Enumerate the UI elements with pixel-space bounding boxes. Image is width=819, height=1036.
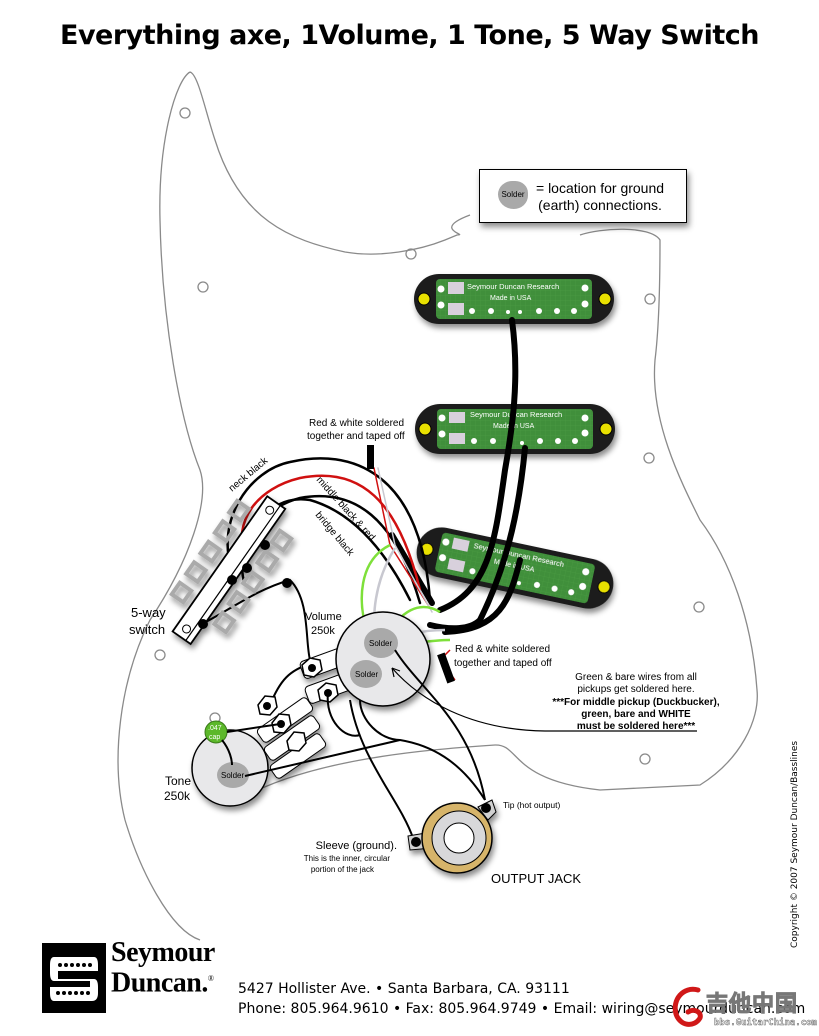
pot-wires [221,649,486,839]
taped-wires-bottom [437,652,455,684]
pickguard-outline [117,71,758,941]
taped-wires-top [367,445,374,469]
seymour-duncan-logo [42,943,106,1013]
copyright-notice: Copyright © 2007 Seymour Duncan/Bassline… [790,740,800,948]
red-white-bottom-label-1: Red & white soldered [455,644,550,655]
tone-solder-label: Solder [221,771,244,780]
volume-solder-bottom [350,660,382,688]
jack-sleeve-lug [411,837,421,847]
middle-pickup[interactable]: Seymour Duncan Research Made in USA [415,404,615,454]
volume-lugs [301,657,339,703]
tip-label: Tip (hot output) [503,800,560,810]
contact-line[interactable]: Phone: 805.964.9610 • Fax: 805.964.9749 … [238,1001,806,1017]
neck-pickup-brand: Seymour Duncan Research [467,282,559,291]
dragon-logo-icon [672,986,703,1027]
pickup-cables [389,317,528,635]
solder-legend: Solder = location for ground (earth) con… [479,169,687,223]
svg-text:must be soldered here***: must be soldered here*** [577,721,695,732]
cap-label: cap [209,734,220,741]
tone-label-1: Tone [165,774,191,788]
svg-text:***For middle pickup (Duckbuck: ***For middle pickup (Duckbucker), [552,697,719,708]
tone-lugs [257,695,307,752]
svg-text:pickups get soldered here.: pickups get soldered here. [577,684,694,695]
output-jack[interactable] [407,799,497,874]
red-white-top-label-2: together and taped off [307,431,405,442]
watermark-url: bbs.GuitarChina.com [714,1018,817,1029]
volume-label-2: 250k [311,625,335,637]
neck-pickup-made: Made in USA [490,295,532,302]
volume-solder-label-bottom: Solder [355,670,378,679]
tone-capacitor[interactable]: .047 cap [204,720,228,744]
guitarchina-watermark: 吉他中国 bbs.GuitarChina.com [668,982,818,1032]
sleeve-label-1: Sleeve (ground). [316,840,397,852]
output-jack-label: OUTPUT JACK [491,871,581,886]
address-line: 5427 Hollister Ave. • Santa Barbara, CA.… [238,981,570,997]
brand-name: Seymour Duncan.® [111,937,215,999]
volume-solder-label-top: Solder [369,639,392,648]
red-white-top-label-1: Red & white soldered [309,418,404,429]
ground-note: Green & bare wires from all pickups get … [552,672,719,732]
volume-solder-top [364,628,398,658]
solder-legend-text: = location for ground (earth) connection… [536,180,665,213]
cap-value: .047 [208,725,222,732]
diagram-title: Everything axe, 1Volume, 1 Tone, 5 Way S… [60,20,759,51]
jack-tip-lug [481,803,491,813]
red-white-bottom-label-2: together and taped off [454,658,552,669]
tone-solder [217,762,249,788]
sleeve-label-2: This is the inner, circular [304,854,391,863]
svg-text:Green & bare wires from all: Green & bare wires from all [575,672,697,683]
contact-address: 5427 Hollister Ave. • Santa Barbara, CA.… [238,979,805,1019]
ground-note-arrow [391,667,697,732]
middle-black-red-label: middle black & red [314,475,377,543]
tone-label-2: 250k [164,789,191,803]
sleeve-label-3: portion of the jack [311,865,375,874]
watermark-chinese: 吉他中国 [705,992,799,1018]
neck-pickup[interactable]: Seymour Duncan Research Made in USA [414,274,614,324]
volume-label-1: Volume [305,611,342,623]
five-way-switch[interactable] [155,484,304,657]
switch-label-1: 5-way [131,605,166,620]
middle-pickup-brand: Seymour Duncan Research [470,410,562,419]
svg-text:green, bare and WHITE: green, bare and WHITE [581,709,691,720]
solder-legend-blob: Solder [498,181,528,209]
switch-label-2: switch [129,622,165,637]
